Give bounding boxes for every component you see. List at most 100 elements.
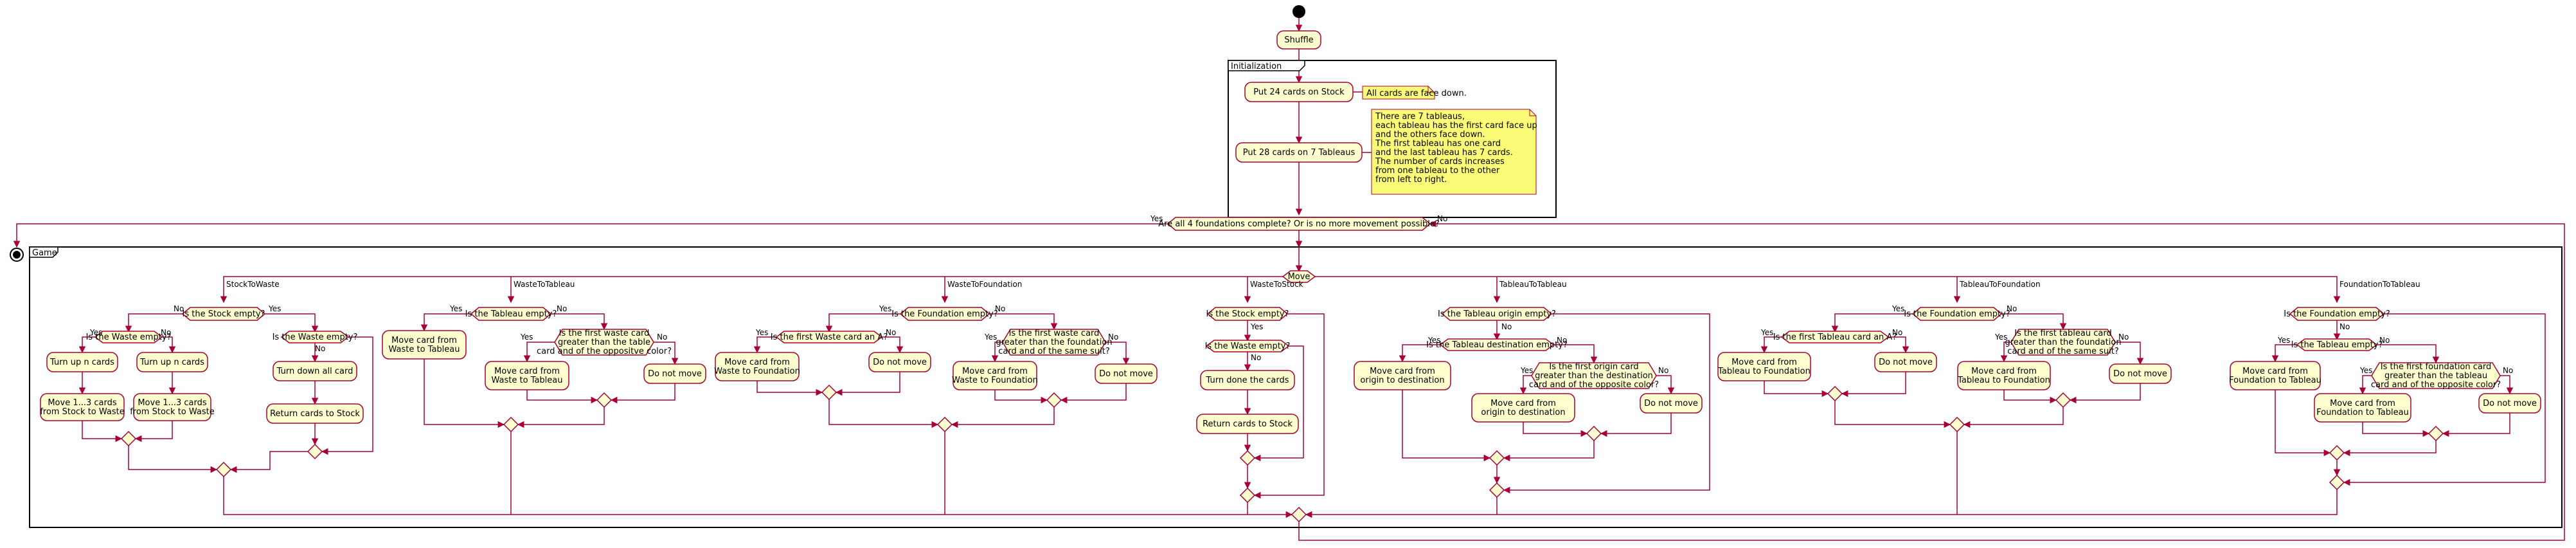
stock-empty-diamond (181, 307, 266, 321)
ttf-merge-main (1949, 416, 1965, 433)
wtt-g-yes: Yes (520, 333, 533, 342)
flow-edge (991, 342, 1003, 363)
shuffle-activity (1276, 30, 1321, 50)
ttt-move-a-activity-label: origin to destination (1360, 376, 1444, 385)
wtf-no-move-a-activity-label: Do not move (873, 358, 927, 367)
ftt-move-b-activity (2314, 393, 2411, 423)
flow-edge (1060, 383, 1127, 404)
flow-edge (1834, 401, 1951, 428)
initialization-group-tab (1228, 60, 1305, 71)
flow-edge (1399, 344, 1440, 363)
ttf-ace-diamond-label: Is the first Tableau card an A? (1773, 333, 1897, 342)
flow-edge (134, 421, 173, 443)
ttt-greater-diamond (1531, 362, 1657, 389)
ttt-merge-2 (1489, 450, 1505, 466)
wtf-a-yes: Yes (755, 328, 768, 337)
flow-edge (951, 407, 1055, 428)
ttt-dest-diamond-label: Is the Tableau destination empty? (1426, 340, 1568, 350)
wtf-move-a-activity-label: Waste to Foundation (714, 367, 800, 376)
wts-merge-main (1239, 487, 1256, 504)
turn-up-a-activity-label: Turn up n cards (49, 358, 114, 367)
note-tableaus-text: The number of cards increases (1375, 157, 1505, 167)
wtf-yes: Yes (879, 304, 891, 313)
ttf-a-no: No (1892, 328, 1902, 337)
wts-return-activity-label: Return cards to Stock (1203, 419, 1292, 429)
ttf-greater-diamond-label: card and of the same suit? (2007, 347, 2119, 356)
note-face-down-fold (1427, 86, 1435, 93)
initialization-group-title: Initialization (1231, 62, 1282, 71)
loop-condition-diamond-label: Are all 4 foundations complete? Or is no… (1158, 219, 1440, 229)
ttf-move-a-activity-label: Move card from (1731, 358, 1797, 367)
ftt-move-a-activity-label: Move card from (2242, 367, 2308, 376)
stw-yes: Yes (268, 304, 281, 313)
flow-edge (2000, 342, 2011, 363)
ftt-tableau-diamond-label: Is the Tableau empty? (2291, 340, 2383, 350)
flow-edge (1888, 336, 1910, 354)
move-diamond (1282, 270, 1316, 283)
flow-edge (1963, 407, 2064, 428)
ttf-move-b-activity-label: Move card from (1971, 367, 2037, 376)
stock-empty-diamond-label: Is the Stock empty? (183, 309, 265, 319)
wtf-g-yes: Yes (984, 333, 997, 342)
wtf-a-no: No (886, 328, 896, 337)
wtt-move-b-activity-label: Move card from (494, 367, 560, 376)
note-tableaus-text: The first tableau has one card (1375, 139, 1501, 149)
flow-edge (229, 451, 308, 473)
ttf-merge-2 (2055, 392, 2071, 408)
wts-stock-diamond (1206, 307, 1289, 321)
turn-down-activity-label: Turn down all card (276, 367, 353, 376)
flow-edge (2442, 413, 2510, 437)
wts-turn-down-activity (1200, 370, 1295, 390)
move-a-activity (40, 393, 125, 421)
ttt-move-b-activity (1471, 393, 1575, 423)
ttf-ace-diamond (1780, 331, 1890, 343)
ttt-origin-diamond (1441, 307, 1553, 321)
stw-merge-2 (307, 443, 323, 460)
waste-empty-1-diamond-label: Is the Waste empty? (86, 333, 172, 342)
turn-up-a-activity (46, 352, 118, 372)
ftt-merge-1 (2428, 425, 2444, 442)
wtf-ace-diamond (775, 331, 883, 343)
flow-edge (321, 336, 373, 455)
wtf-empty-diamond-label: Is the Foundation empty? (891, 309, 998, 319)
ftt-move-a-activity (2230, 361, 2321, 390)
wtt-empty-diamond (470, 307, 552, 321)
wtf-greater-diamond (1002, 329, 1106, 356)
ttf-a-yes: Yes (1760, 328, 1773, 337)
put-24-cards-activity-label: Put 24 cards on Stock (1253, 87, 1345, 97)
wts-return-activity (1196, 414, 1299, 434)
wtf-move-b-activity (953, 361, 1037, 390)
wtt-greater-diamond-label: greater than the table (558, 338, 650, 347)
note-tableaus-text: and the others face down. (1375, 130, 1485, 140)
wtf-greater-diamond-label: card and of the same suit? (998, 347, 1110, 356)
ttf-no-move-b-activity (2109, 363, 2172, 384)
stw-w1-yes: Yes (89, 328, 102, 337)
game-group (29, 246, 2563, 528)
flow-edge (517, 407, 605, 428)
flow-edge (1298, 220, 2565, 541)
flow-edge (882, 336, 904, 354)
flow-edge (1503, 313, 1710, 494)
wts-merge-1 (1239, 450, 1256, 466)
loop-yes-label: Yes (1150, 214, 1163, 223)
wtf-ace-diamond-label: Is the first Waste card an A? (771, 333, 888, 342)
flow-edge (1105, 342, 1130, 365)
flow-edge (82, 421, 123, 443)
ttf-greater-diamond-label: greater than the foundation (2005, 338, 2121, 347)
wtt-yes: Yes (449, 304, 462, 313)
ttf-merge-1 (1827, 385, 1843, 402)
ttf-no-move-a-activity (1874, 352, 1937, 372)
flow-edge (2343, 441, 2437, 457)
final-merge-node (1291, 506, 1307, 523)
wtt-no-move-activity-label: Do not move (648, 369, 702, 379)
ttt-move-a-activity-label: Move card from (1370, 367, 1435, 376)
ttt-merge-main (1489, 482, 1505, 498)
ftt-g-yes: Yes (2359, 366, 2372, 375)
flow-edge (2500, 375, 2514, 395)
ftt-no: No (2339, 322, 2350, 331)
flow-edge (1841, 372, 1906, 397)
ttf-no-move-b-activity-label: Do not move (2113, 369, 2167, 379)
wtt-merge-main (503, 416, 519, 433)
wtt-move-a-activity-label: Move card from (391, 336, 457, 345)
